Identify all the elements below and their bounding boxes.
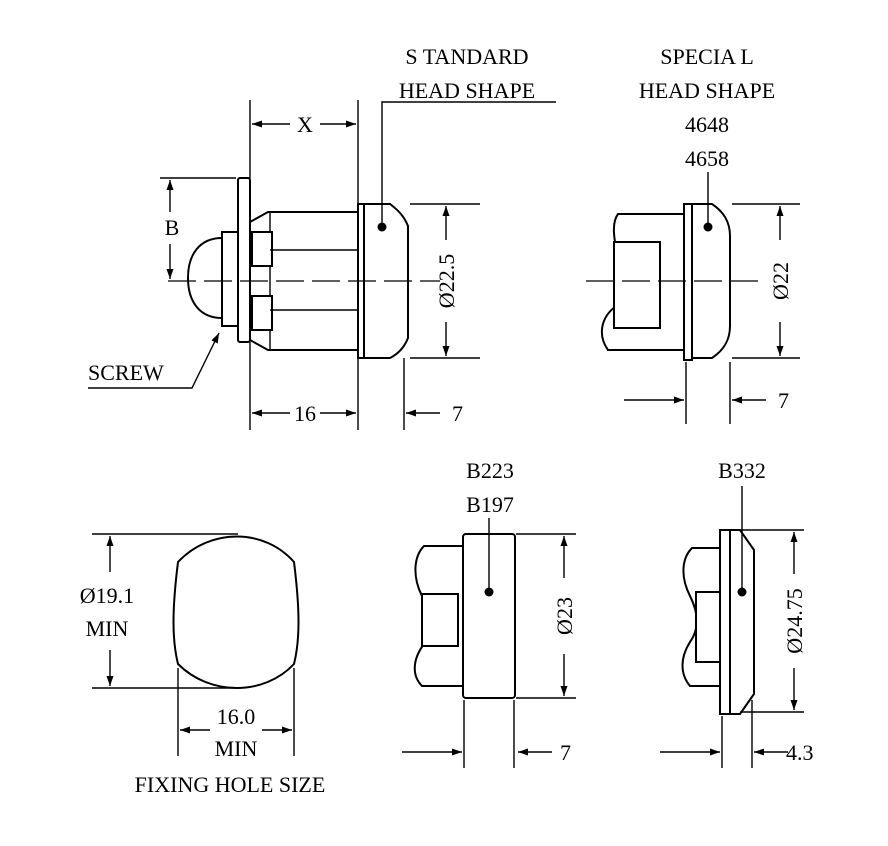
b332-cam-slot — [695, 591, 721, 663]
special-code-4648: 4648 — [685, 112, 729, 137]
standard-head-lock-view: X B 16 7 Ø22.5 S TANDARD HEAD SHAPE SCRE… — [88, 44, 556, 430]
standard-head-title-1: S TANDARD — [405, 44, 528, 69]
lock-upper-slot — [251, 231, 273, 267]
b223-cam-slot — [421, 593, 459, 647]
screw-base — [221, 231, 239, 327]
lock-flange — [237, 177, 251, 343]
special-head-title-1: SPECIA L — [660, 44, 754, 69]
dia-24-75-label: Ø24.75 — [782, 588, 807, 653]
hole-dia-min-label: MIN — [86, 616, 129, 641]
screw-leader — [88, 332, 220, 389]
special-ring — [683, 203, 693, 361]
dim-b-label: B — [165, 215, 180, 240]
fixing-hole-caption: FIXING HOLE SIZE — [135, 772, 326, 797]
special-head-title-2: HEAD SHAPE — [639, 78, 775, 103]
b223-b197-view: Ø23 7 B223 B197 — [402, 458, 577, 768]
dim-16-label: 16 — [294, 401, 316, 426]
b332-view: Ø24.75 4.3 B332 — [660, 458, 814, 768]
dia-23-label: Ø23 — [552, 597, 577, 635]
dim-4-3-label: 4.3 — [786, 740, 814, 765]
code-b223: B223 — [466, 458, 514, 483]
special-head-lock-view: Ø22 7 SPECIA L HEAD SHAPE 4648 4658 — [586, 44, 800, 424]
fixing-hole-shape — [172, 535, 300, 689]
special-cam-slot — [613, 241, 661, 329]
hole-dia-label: Ø19.1 — [80, 583, 134, 608]
screw-label: SCREW — [88, 360, 164, 385]
hole-width-min-label: MIN — [215, 736, 258, 761]
hole-width-label: 16.0 — [217, 704, 256, 729]
standard-head-title-2: HEAD SHAPE — [399, 78, 535, 103]
special-code-4658: 4658 — [685, 146, 729, 171]
lock-lower-slot — [251, 295, 273, 331]
dim-7b-label: 7 — [778, 388, 789, 413]
fixing-hole-view: Ø19.1 MIN 16.0 MIN FIXING HOLE SIZE — [80, 533, 326, 797]
dim-7a-label: 7 — [452, 401, 463, 426]
code-b197: B197 — [466, 492, 514, 517]
screw-head — [186, 236, 223, 320]
b332-ring — [719, 529, 731, 715]
dim-x-label: X — [297, 112, 313, 137]
dim-7c-label: 7 — [560, 740, 571, 765]
code-b332: B332 — [718, 458, 766, 483]
dia-22-label: Ø22 — [768, 262, 793, 300]
dia-22-5-label: Ø22.5 — [434, 254, 459, 308]
standard-head-leader — [381, 101, 556, 227]
